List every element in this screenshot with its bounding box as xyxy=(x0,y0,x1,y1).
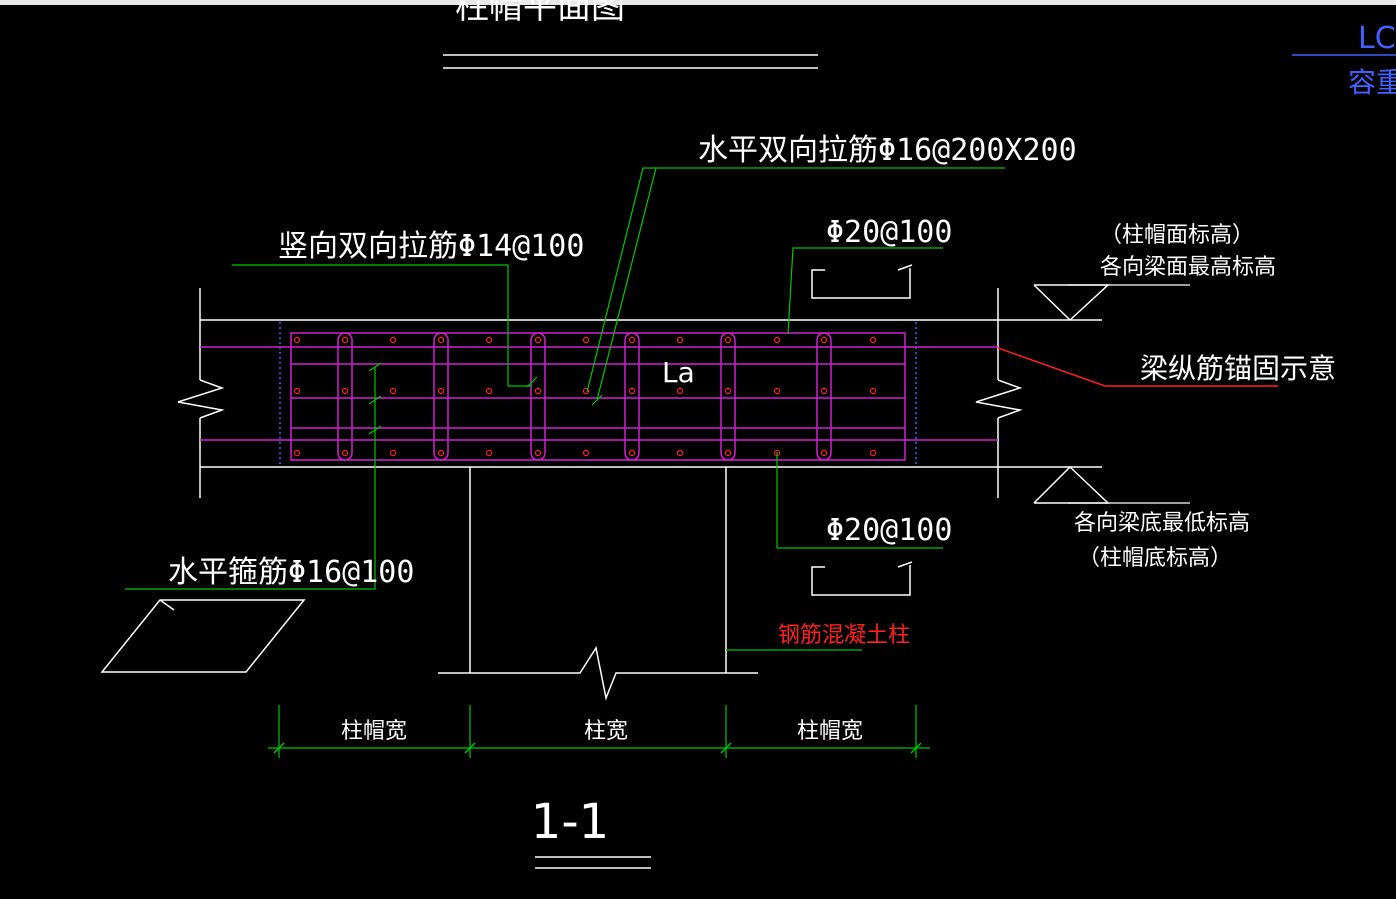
rebar-dot xyxy=(293,449,301,457)
vertical-tie-loop xyxy=(433,332,449,461)
cap-top-elevation-label-2: 各向梁面最高标高 xyxy=(1100,255,1276,280)
rebar-dot xyxy=(437,387,445,395)
rebar-dot xyxy=(773,336,781,344)
corner-subtitle: 容重7 xyxy=(1348,66,1396,99)
la-label: La xyxy=(662,356,695,389)
column-break-line xyxy=(438,646,758,701)
rebar-dot xyxy=(582,449,590,457)
rebar-dot xyxy=(485,336,493,344)
vertical-tie-label: 竖向双向拉筋Φ14@100 xyxy=(278,229,584,264)
rebar-dot xyxy=(293,387,301,395)
bottom-bar-label: Φ20@100 xyxy=(826,513,952,548)
rebar-dot xyxy=(534,387,542,395)
top-bar-shape xyxy=(811,268,911,299)
rebar-dot xyxy=(676,336,684,344)
cap-stirrup-outline xyxy=(290,332,906,461)
horizontal-tie-leader-2 xyxy=(596,167,657,401)
rebar-dot xyxy=(582,336,590,344)
bottom-bar-hook xyxy=(897,561,913,568)
top-bar-leader xyxy=(787,247,943,335)
horizontal-tie-leader-1 xyxy=(586,167,1005,393)
left-break-zigzag xyxy=(177,379,225,419)
section-label: 1-1 xyxy=(531,794,609,850)
stirrup-leader xyxy=(125,367,376,590)
dimension-label-column: 柱宽 xyxy=(584,719,628,744)
stirrup-label: 水平箍筋Φ16@100 xyxy=(168,555,414,590)
dimension-tick-3 xyxy=(720,742,732,754)
cap-top-elevation-label-1: （柱帽面标高） xyxy=(1100,223,1254,248)
bottom-elevation-symbol xyxy=(1033,465,1110,504)
window-top-bar xyxy=(0,0,1396,5)
rebar-dot xyxy=(869,336,877,344)
rebar-dot xyxy=(869,387,877,395)
vertical-tie-loop xyxy=(337,332,353,461)
rebar-dot xyxy=(341,387,349,395)
dimension-label-cap-left: 柱帽宽 xyxy=(341,719,407,744)
rebar-dot xyxy=(628,387,636,395)
vertical-tie-loop xyxy=(816,332,832,461)
rebar-dot xyxy=(724,336,732,344)
rebar-dot xyxy=(293,336,301,344)
vertical-tie-loop xyxy=(530,332,546,461)
stirrup-hook xyxy=(159,599,175,611)
bottom-elevation-label-2: （柱帽底标高） xyxy=(1078,546,1232,571)
horizontal-tie-label: 水平双向拉筋Φ16@200X200 xyxy=(698,133,1077,168)
rebar-cage xyxy=(200,332,998,461)
rebar-dot xyxy=(389,387,397,395)
rebar-dot xyxy=(389,336,397,344)
rebar-dot xyxy=(724,449,732,457)
dimension-chain: 柱帽宽 柱宽 柱帽宽 xyxy=(268,705,930,758)
rebar-dot xyxy=(820,336,828,344)
rebar-dot xyxy=(582,387,590,395)
top-bar-hook xyxy=(897,264,913,271)
rebar-dot xyxy=(389,449,397,457)
anchorage-leader xyxy=(997,347,1278,387)
rebar-dot xyxy=(820,387,828,395)
dimension-tick-2 xyxy=(464,742,476,754)
right-break-zigzag xyxy=(975,379,1023,419)
rebar-dot xyxy=(676,387,684,395)
corner-code: LC xyxy=(1358,21,1396,56)
rebar-dot xyxy=(628,336,636,344)
rebar-dot xyxy=(485,449,493,457)
vertical-tie-leader xyxy=(232,264,532,387)
rebar-dot xyxy=(628,449,636,457)
rebar-dot xyxy=(773,387,781,395)
stirrup-shape xyxy=(100,599,306,673)
dimension-tick-1 xyxy=(273,742,285,754)
rc-column-label: 钢筋混凝土柱 xyxy=(778,623,910,648)
rebar-dot xyxy=(534,336,542,344)
top-bar-label: Φ20@100 xyxy=(826,215,952,250)
bottom-bar-leader xyxy=(776,452,943,549)
rebar-dot xyxy=(437,336,445,344)
rebar-dots xyxy=(293,336,877,457)
rebar-dot xyxy=(341,336,349,344)
vertical-tie-loop xyxy=(720,332,736,461)
rebar-dot xyxy=(341,449,349,457)
vertical-tie-loop xyxy=(624,332,640,461)
dimension-tick-4 xyxy=(910,742,922,754)
plan-title: 柱帽平面图 xyxy=(455,0,625,27)
top-elevation-symbol xyxy=(1033,284,1110,322)
anchorage-label: 梁纵筋锚固示意 xyxy=(1140,352,1336,385)
dimension-label-cap-right: 柱帽宽 xyxy=(797,719,863,744)
rebar-dot xyxy=(437,449,445,457)
vertical-ties xyxy=(337,332,832,461)
rebar-dot xyxy=(869,449,877,457)
rebar-dot xyxy=(485,387,493,395)
rebar-dot xyxy=(534,449,542,457)
rebar-dot xyxy=(724,387,732,395)
rebar-dot xyxy=(820,449,828,457)
bottom-elevation-label-1: 各向梁底最低标高 xyxy=(1074,511,1250,536)
leader-tick xyxy=(526,376,538,388)
rebar-dot xyxy=(676,449,684,457)
bottom-bar-shape xyxy=(811,565,911,596)
